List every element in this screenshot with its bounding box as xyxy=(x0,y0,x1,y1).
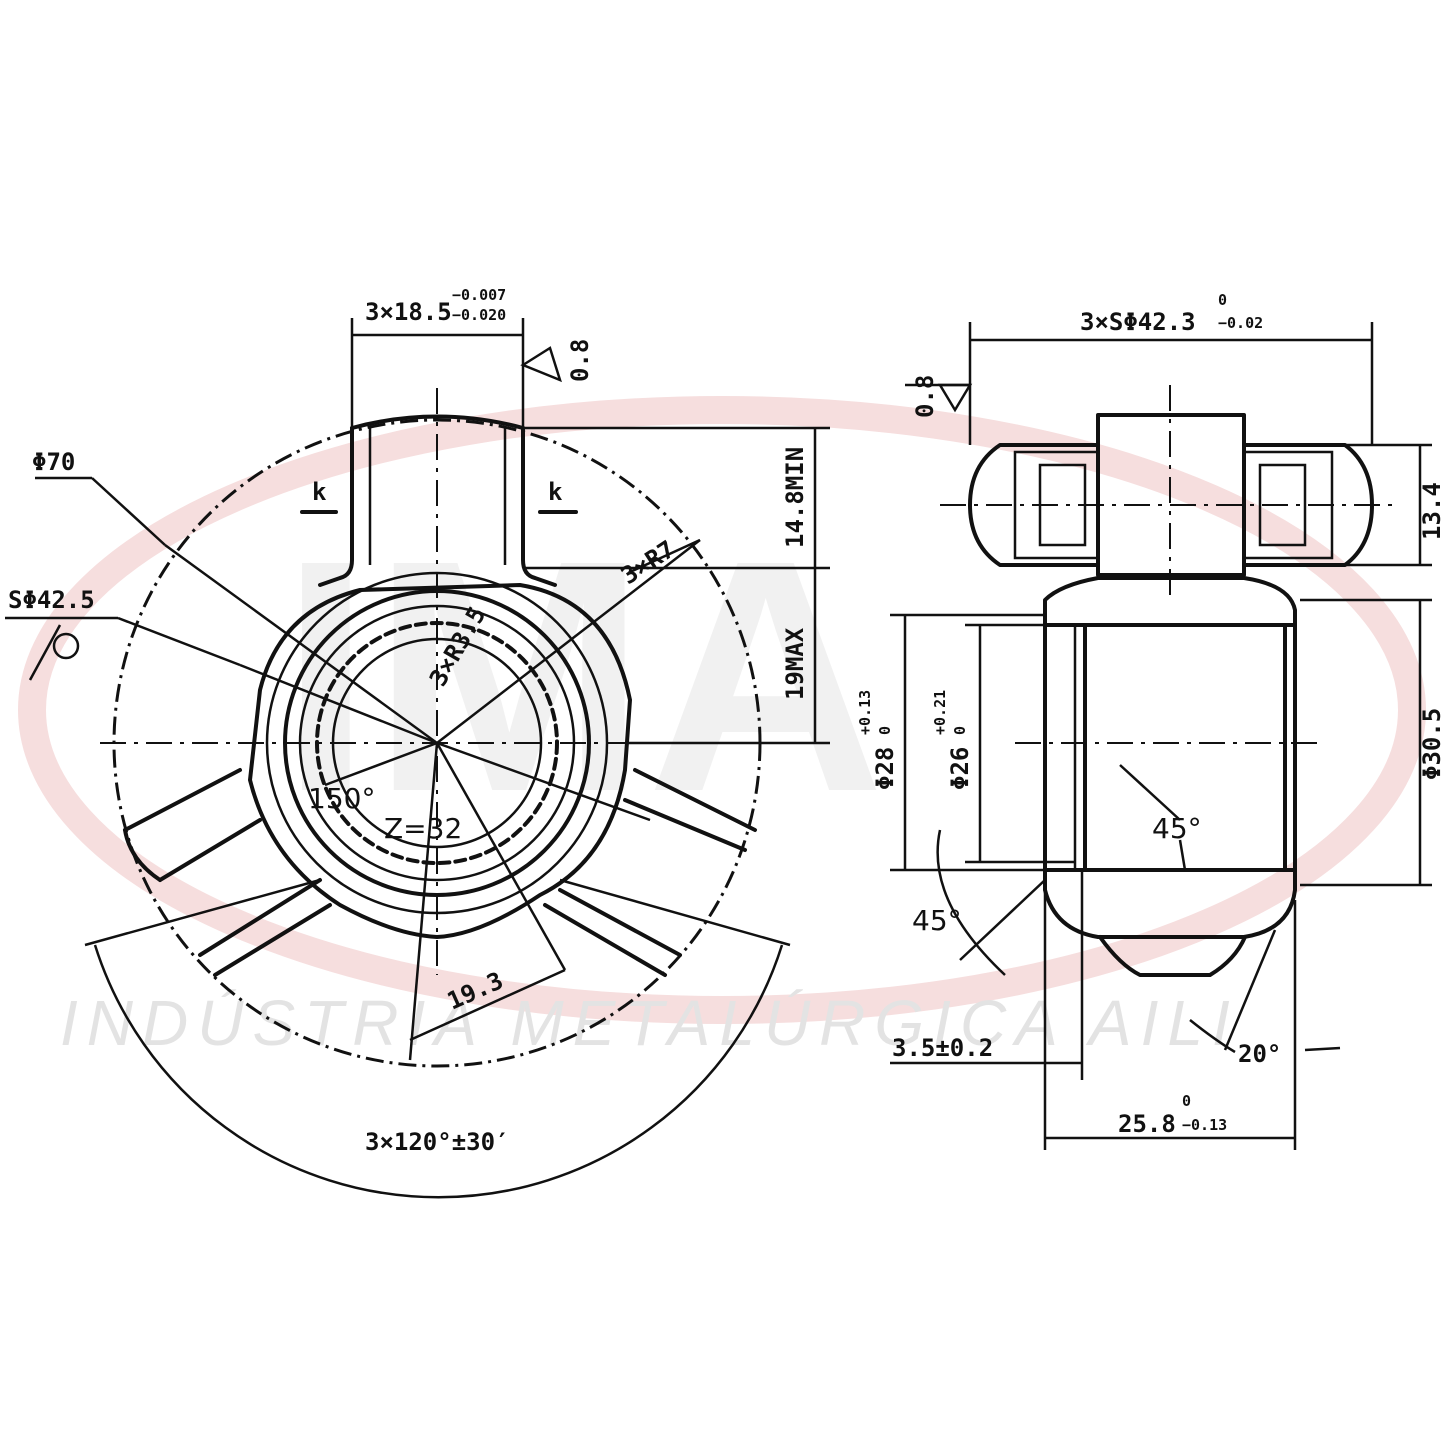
spline-teeth xyxy=(315,621,559,865)
watermark: IMA INDÚSTRIA METALÚRGICA AILI xyxy=(18,396,1426,1059)
trunnion-top-left-edge xyxy=(318,426,354,587)
hub-lower-boss xyxy=(1098,935,1247,977)
dia-28-upper-tol: +0.13 xyxy=(856,690,874,735)
trunnion-left-edges xyxy=(123,768,262,882)
dia-26-upper-tol: +0.21 xyxy=(931,690,949,735)
roughness-side-label: 0.8 xyxy=(911,375,939,418)
angular-spacing-label: 3×120°±30′ xyxy=(365,1128,510,1156)
angle-150-label: 150° xyxy=(308,782,375,815)
watermark-company: INDÚSTRIA METALÚRGICA AILI xyxy=(60,987,1239,1059)
front-view xyxy=(5,318,830,1199)
dia-30-5-label: Φ30.5 xyxy=(1418,708,1445,780)
chamfer-inner-label: 45° xyxy=(1152,812,1202,845)
roughness-symbol-top xyxy=(520,346,562,383)
journal-width-label: 3×18.5 xyxy=(365,298,452,326)
hub-outline xyxy=(248,583,632,939)
roughness-top-label: 0.8 xyxy=(566,339,594,382)
watermark-logo: IMA xyxy=(280,491,885,860)
dim-3-5-label: 3.5±0.2 xyxy=(892,1034,993,1062)
side-sphere-dia-upper-tol: 0 xyxy=(1218,291,1227,309)
journal-width-lower-tol: −0.020 xyxy=(452,306,506,324)
trunnion-right-edges xyxy=(623,768,757,852)
journal-width-upper-tol: −0.007 xyxy=(452,286,506,304)
height-min-label: 14.8MIN xyxy=(781,447,809,548)
angular-spacing-arc xyxy=(93,944,784,1199)
watermark-swoosh xyxy=(18,396,1426,1024)
roller-left-section xyxy=(968,443,1100,567)
k-label-left: k xyxy=(312,478,327,506)
spline-teeth-label: Z=32 xyxy=(384,812,462,845)
chamfer-outer-label: 45° xyxy=(912,904,962,937)
dia-26-lower-tol: 0 xyxy=(951,726,969,735)
angle-20-label: 20° xyxy=(1238,1040,1281,1068)
roughness-symbol-side xyxy=(937,383,973,413)
length-upper-tol: 0 xyxy=(1182,1092,1191,1110)
k-label-right: k xyxy=(548,478,563,506)
length-label: 25.8 xyxy=(1118,1110,1176,1138)
side-view xyxy=(890,322,1432,1150)
side-sphere-dia-label: 3×SΦ42.3 xyxy=(1080,308,1196,336)
outer-diameter-label: Φ70 xyxy=(32,448,75,476)
sphere-diameter-label: SΦ42.5 xyxy=(8,586,95,614)
trunnion-top-right-edge xyxy=(521,426,557,587)
height-max-label: 19MAX xyxy=(781,627,809,700)
hub-top-section xyxy=(1043,576,1297,627)
length-lower-tol: −0.13 xyxy=(1182,1116,1227,1134)
height-13-4-label: 13.4 xyxy=(1418,482,1445,540)
side-sphere-dia-lower-tol: −0.02 xyxy=(1218,314,1263,332)
spline-root xyxy=(331,637,543,849)
hub-bore xyxy=(1043,623,1297,872)
dia-26-label: Φ26 xyxy=(946,747,974,790)
hub-inner-ring xyxy=(265,571,609,915)
dia-28-lower-tol: 0 xyxy=(876,726,894,735)
dia-28-label: Φ28 xyxy=(871,747,899,790)
hub-ring xyxy=(283,589,591,897)
